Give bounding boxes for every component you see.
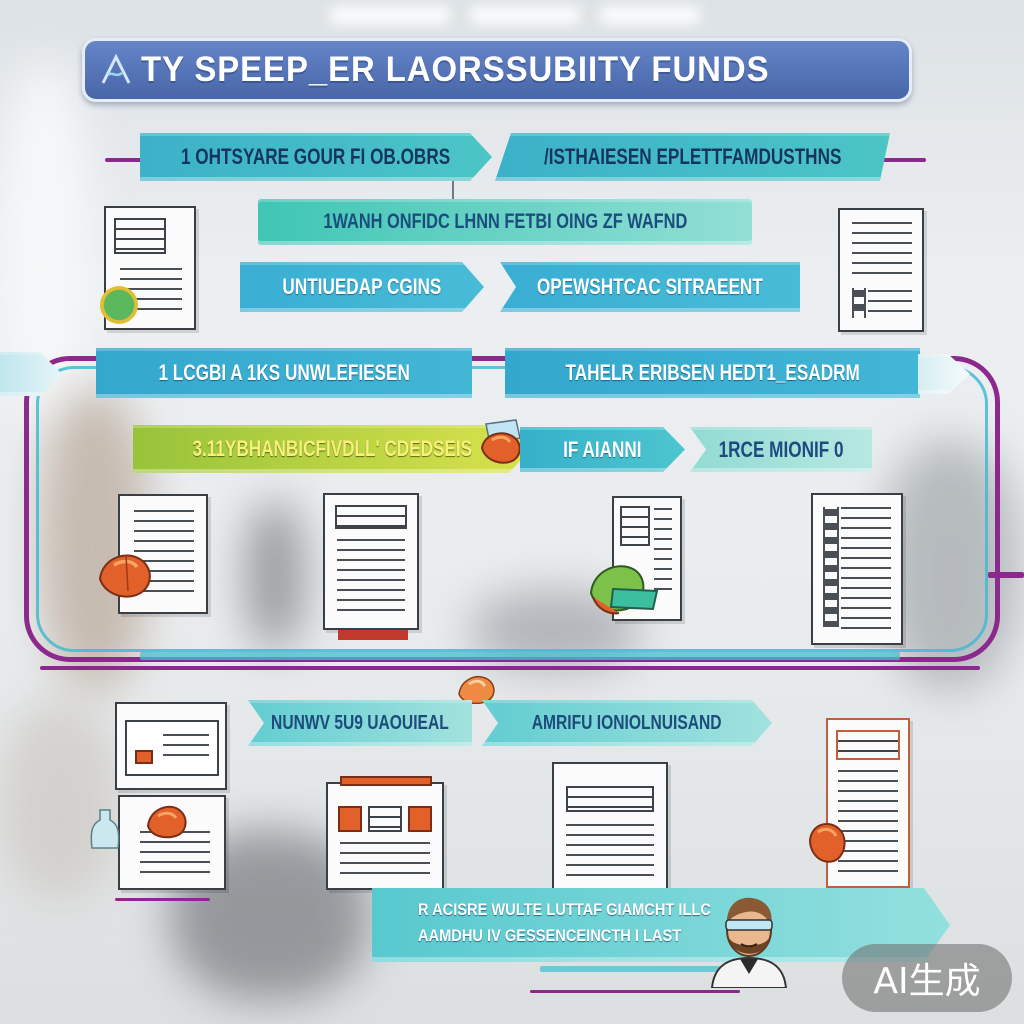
- flow-step-6-right: AMRIFU IONIOLNUISAND: [482, 700, 772, 746]
- orange-hand-icon: [94, 545, 160, 601]
- document-header-box: [114, 218, 166, 254]
- flow-step-5-right-label: 1RCE MIONIF 0: [718, 436, 844, 462]
- document-text-lines: [838, 770, 898, 880]
- flow-step-3-left-label: UNTIUEDAP CGINS: [282, 274, 442, 299]
- ai-generated-badge-label: AI生成: [873, 961, 981, 1002]
- document-icon-bottom-4: [826, 718, 910, 888]
- flow-step-4-left: 1 LCGBI A 1KS UNWLEFIESEN: [96, 348, 472, 398]
- flow-step-3-right-label: OPEWSHTCAC SITRAEENT: [537, 274, 763, 299]
- document-header-box: [566, 786, 654, 812]
- ceiling-light: [330, 6, 450, 24]
- document-header-box: [335, 505, 407, 529]
- flow-step-6-left: NUNWV 5U9 UAOUIEAL: [248, 700, 472, 746]
- document-checkboxes: [852, 288, 866, 318]
- connector-line: [988, 572, 1024, 578]
- green-leaf-icon: [583, 553, 663, 623]
- footer-line-1: R ACISRE WULTE LUTTAF GIAMCHT ILLC: [418, 900, 711, 919]
- flow-step-6-left-label: NUNWV 5U9 UAOUIEAL: [271, 711, 449, 734]
- connector-line: [40, 666, 980, 670]
- flow-step-2: 1WANH ONFIDC LHNN FETBI OING ZF WAFND: [258, 199, 752, 245]
- document-header-box: [836, 730, 900, 760]
- document-icon-top-left: [104, 206, 196, 330]
- connector-line: [530, 990, 740, 993]
- connector-band: [540, 966, 720, 972]
- document-text-lines: [140, 831, 210, 881]
- flow-step-4-right-label: TAHELR ERIBSEN HEDT1_ESADRM: [565, 360, 860, 385]
- flow-step-1-left-label: 1 OHTSYARE GOUR FI OB.OBRS: [181, 144, 451, 169]
- ai-generated-badge: AI生成: [842, 944, 1012, 1012]
- document-text-lines: [340, 842, 430, 882]
- flow-step-6-right-label: AMRIFU IONIOLNUISAND: [532, 711, 722, 734]
- orange-hand-icon: [144, 798, 192, 840]
- flow-step-3-right: OPEWSHTCAC SITRAEENT: [500, 262, 800, 312]
- document-checkboxes: [823, 507, 839, 627]
- document-header-box: [620, 506, 650, 546]
- flow-step-3-left: UNTIUEDAP CGINS: [240, 262, 484, 312]
- connector-line: [880, 158, 926, 162]
- orange-hand-icon: [476, 416, 526, 466]
- document-icon-middle-4: [811, 493, 903, 645]
- person-avatar: [706, 888, 792, 989]
- flow-step-1-right-label: /ISTHAIESEN EPLETTFAMDUSTHNS: [543, 144, 842, 169]
- document-text-lines: [337, 539, 405, 619]
- blurred-person-walking: [245, 500, 305, 650]
- page-title: TY SPEEP_ER LAORSSUBIITY FUNDS: [141, 50, 770, 89]
- flow-step-5-right: 1RCE MIONIF 0: [690, 427, 872, 472]
- green-seal-icon: [100, 286, 138, 324]
- document-orange-tile: [408, 806, 432, 832]
- document-icon-bottom-2: [326, 782, 444, 890]
- orange-hand-icon: [806, 816, 848, 864]
- footer-banner: R ACISRE WULTE LUTTAF GIAMCHT ILLC AAMDH…: [372, 888, 950, 962]
- title-banner: TY SPEEP_ER LAORSSUBIITY FUNDS: [82, 38, 912, 102]
- connector-line: [452, 181, 454, 201]
- document-top-bar: [340, 776, 432, 786]
- ceiling-light: [470, 6, 580, 24]
- title-logo-icon: [99, 53, 133, 87]
- document-text-lines: [841, 507, 891, 631]
- flow-step-1-left: 1 OHTSYARE GOUR FI OB.OBRS: [140, 133, 492, 181]
- connector-line: [105, 158, 151, 162]
- flow-step-5-middle-label: IF AIANNI: [563, 436, 642, 462]
- monitor-orange-tile: [135, 750, 153, 764]
- document-text-lines: [163, 734, 209, 764]
- flow-step-5-left: 3.11YBHANBICFIVDLL' CDEDSEIS: [133, 425, 531, 473]
- document-text-lines: [852, 222, 912, 282]
- monitor-document-icon: [115, 702, 227, 790]
- connector-line: [115, 898, 210, 901]
- document-text-lines: [654, 508, 672, 598]
- orange-hand-icon: [455, 668, 501, 705]
- document-icon-bottom-3: [552, 762, 668, 890]
- flow-step-5-middle: IF AIANNI: [520, 427, 685, 472]
- document-text-lines: [566, 824, 654, 880]
- document-icon-top-right: [838, 208, 924, 332]
- blurred-shape-bottom-left: [0, 700, 120, 900]
- document-orange-tile: [338, 806, 362, 832]
- flow-step-5-left-label: 3.11YBHANBICFIVDLL' CDEDSEIS: [192, 436, 472, 461]
- flow-step-1-right: /ISTHAIESEN EPLETTFAMDUSTHNS: [495, 133, 890, 181]
- bottle-icon: [88, 808, 122, 854]
- footer-line-2: AAMDHU IV GESSENCEINCTH I LAST: [418, 926, 682, 945]
- flow-step-2-label: 1WANH ONFIDC LHNN FETBI OING ZF WAFND: [323, 210, 687, 233]
- document-icon-middle-2: [323, 493, 419, 630]
- flow-step-4-left-label: 1 LCGBI A 1KS UNWLEFIESEN: [158, 360, 410, 385]
- document-header-box: [368, 806, 402, 832]
- connector-band: [140, 652, 900, 660]
- document-text-lines: [868, 290, 912, 318]
- document-base-bar: [338, 630, 408, 640]
- ceiling-light: [600, 6, 700, 24]
- flow-step-4-right: TAHELR ERIBSEN HEDT1_ESADRM: [505, 348, 920, 398]
